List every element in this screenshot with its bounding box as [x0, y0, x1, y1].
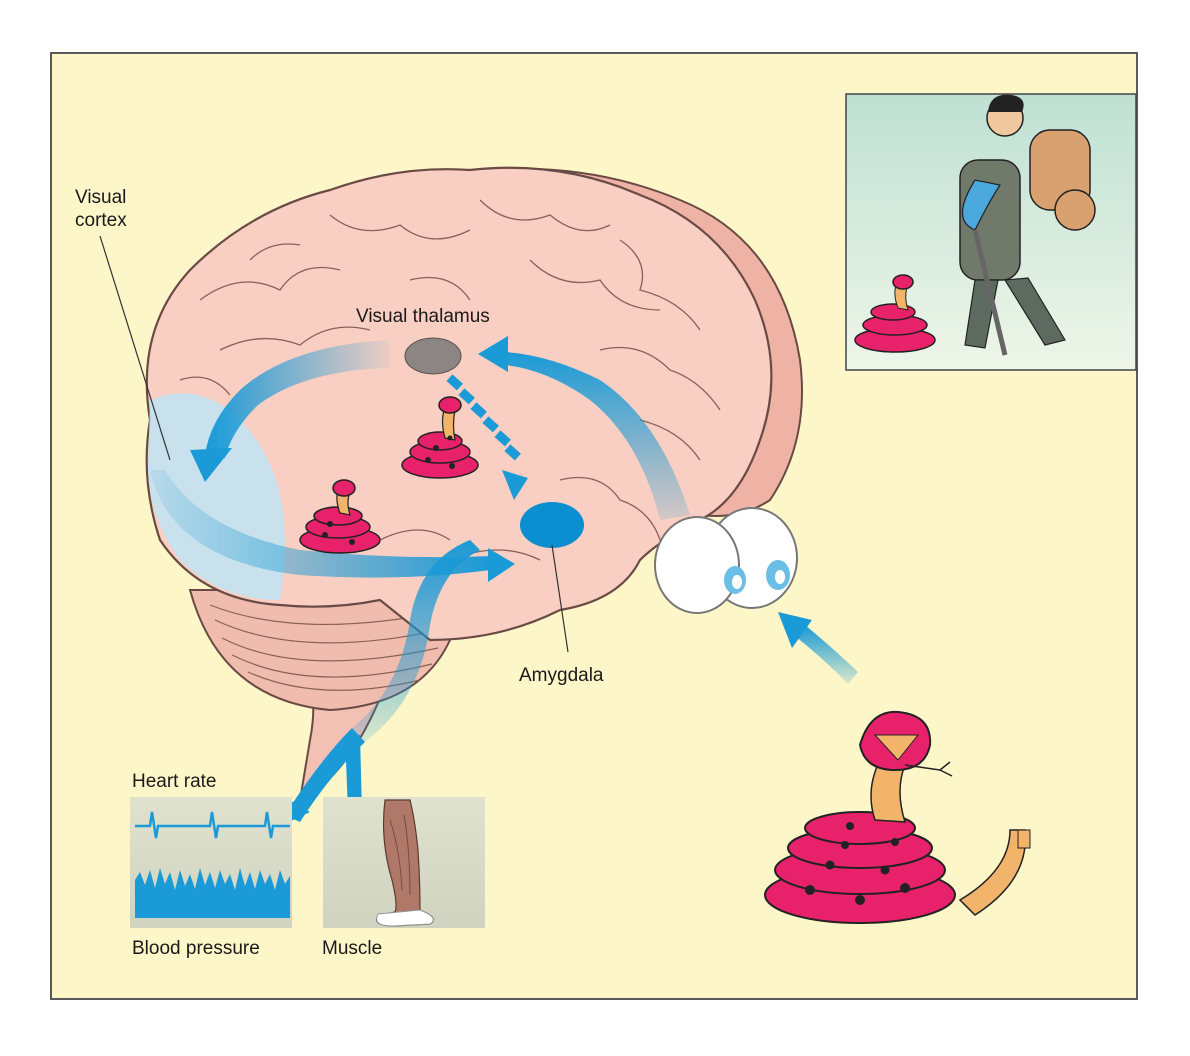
brain-folds [179, 199, 721, 561]
snake-image-thalamus [401, 396, 479, 479]
thalamus-to-cortex-pathway [190, 340, 390, 482]
heart-rate-panel [130, 797, 292, 928]
visual-cortex-label: Visual cortex [75, 186, 127, 232]
muscle-label: Muscle [322, 938, 383, 959]
amygdala [520, 502, 584, 548]
arrowhead-thalamus [478, 336, 508, 372]
heart-rate-label: Heart rate [132, 771, 217, 792]
snake-to-eye-arrow [778, 612, 858, 684]
amygdala-leader-line [551, 544, 569, 653]
snake-image-cortex [299, 479, 381, 554]
blood-pressure-trace [135, 868, 290, 918]
hiker-inset [845, 93, 1137, 371]
rattlesnake [764, 710, 1031, 924]
visual-cortex-label-line1: Visual [75, 187, 127, 208]
eye-to-thalamus-pathway [478, 336, 690, 520]
visual-cortex-label-line2: cortex [75, 210, 127, 231]
muscle-panel [323, 797, 485, 928]
cerebellum [188, 589, 452, 712]
visual-cortex-leader-line [99, 235, 171, 461]
amygdala-label: Amygdala [519, 665, 604, 686]
arrowhead-cortex [190, 448, 232, 482]
visual-thalamus [404, 337, 462, 375]
arrowhead-amygdala [488, 548, 515, 582]
blood-pressure-label: Blood pressure [132, 938, 260, 959]
cortex-to-amygdala-pathway [150, 470, 515, 582]
visual-thalamus-label: Visual thalamus [356, 306, 490, 327]
heart-rate-trace [135, 811, 290, 839]
eyes [654, 507, 798, 614]
thalamus-to-amygdala-direct-route [446, 374, 528, 500]
